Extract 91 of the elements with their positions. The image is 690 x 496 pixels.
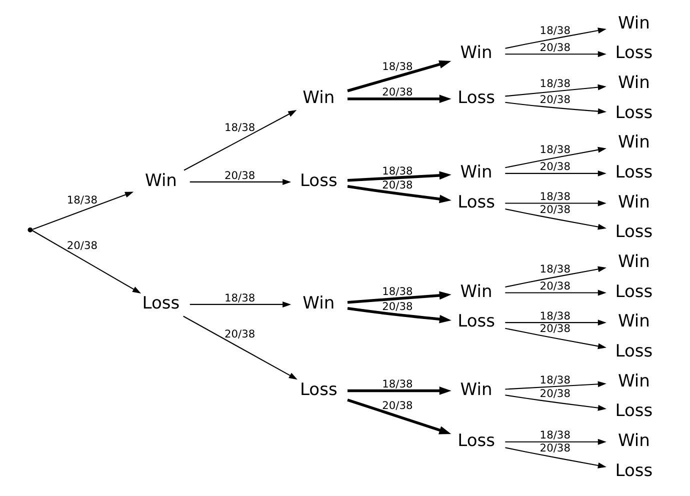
arrow (504, 84, 606, 97)
node-text: Win (617, 371, 650, 392)
node-text: Win (460, 162, 492, 182)
node-text: Loss (614, 43, 652, 64)
arrow (346, 307, 451, 324)
arrow (504, 170, 606, 176)
arrow (504, 328, 606, 350)
node-text: Loss (299, 380, 337, 400)
arrow (504, 208, 606, 230)
arrow (504, 381, 606, 390)
arrow (504, 146, 606, 168)
arrow (346, 291, 451, 304)
node-text: Win (617, 430, 650, 451)
edge-label: 18/38 (539, 262, 570, 276)
arrow (346, 171, 451, 182)
edge-label: 18/38 (539, 143, 570, 156)
arrow (347, 94, 451, 104)
node-text: Win (617, 132, 650, 153)
edge-label: 20/38 (539, 40, 570, 54)
arrow (183, 110, 296, 171)
edge-label: 18/38 (224, 120, 255, 134)
edge-label: 18/38 (539, 428, 570, 442)
arrow (346, 184, 451, 204)
edge-label: 18/38 (382, 284, 412, 298)
node-text: Win (460, 380, 492, 400)
node-text: Loss (614, 102, 652, 123)
node-text: Loss (614, 460, 652, 481)
node-text: Win (302, 88, 334, 108)
node-text: Loss (457, 312, 494, 332)
arrow (504, 200, 606, 206)
edge-label: 20/38 (539, 441, 570, 454)
node-text: Loss (299, 171, 337, 191)
node-text: Win (617, 13, 650, 34)
edge-label: 20/38 (539, 280, 570, 293)
edge-label: 20/38 (224, 327, 255, 340)
edge-label: 20/38 (382, 178, 412, 192)
edge-label: 20/38 (224, 168, 255, 182)
arrow (504, 447, 606, 468)
node-point (27, 227, 32, 232)
arrow (504, 51, 606, 58)
edge-label: 20/38 (382, 398, 412, 412)
node-text: Loss (142, 294, 180, 314)
edge-label: 20/38 (539, 160, 570, 174)
node-text: Loss (457, 192, 494, 212)
edge-label: 18/38 (539, 24, 570, 37)
edge-label: 20/38 (539, 387, 570, 400)
node-text: Loss (614, 341, 652, 362)
node-text: Win (617, 192, 650, 212)
edge-label: 20/38 (539, 322, 570, 336)
edge-label: 20/38 (382, 86, 412, 99)
edge-label: 20/38 (66, 239, 97, 252)
arrow (189, 301, 291, 308)
edge-label: 18/38 (539, 190, 570, 204)
arrow (504, 438, 606, 445)
edge-label: 18/38 (539, 373, 570, 386)
node-text: Loss (457, 88, 494, 108)
edge-label: 18/38 (66, 193, 97, 206)
arrow (32, 192, 134, 230)
arrow (346, 60, 451, 92)
node-text: Win (617, 72, 650, 93)
edge-label: 20/38 (539, 93, 570, 106)
edge-label: 18/38 (224, 291, 255, 304)
arrow (182, 316, 297, 380)
edge-label: 18/38 (382, 164, 412, 178)
arrow (31, 230, 141, 294)
arrow (504, 290, 606, 296)
node-text: Loss (614, 401, 652, 422)
node-text: Win (144, 171, 176, 191)
edge-label: 18/38 (539, 77, 570, 90)
edge-label: 18/38 (382, 60, 412, 74)
node-text: Win (460, 43, 492, 64)
arrow (189, 178, 291, 185)
node-text: Loss (614, 162, 652, 182)
node-text: Loss (614, 282, 652, 302)
edge-label: 18/38 (382, 378, 412, 391)
edge-label: 20/38 (382, 300, 412, 313)
node-text: Loss (614, 222, 652, 242)
node-text: Win (617, 312, 650, 332)
arrow (346, 398, 451, 434)
edge-label: 18/38 (539, 309, 570, 322)
node-text: Win (617, 252, 650, 272)
arrow (504, 394, 606, 411)
arrow (504, 28, 606, 49)
arrow (504, 320, 606, 326)
node-text: Loss (457, 430, 494, 451)
arrow (504, 102, 606, 114)
arrow (347, 386, 451, 395)
edge-label: 20/38 (539, 202, 570, 216)
arrow (504, 266, 606, 288)
node-text: Win (460, 282, 492, 302)
node-text: Win (302, 294, 334, 314)
